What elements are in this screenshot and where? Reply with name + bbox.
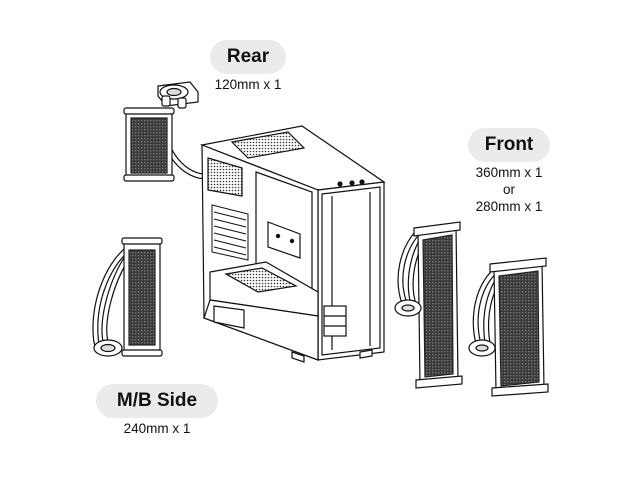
mb-side-spec: 240mm x 1 [123,421,191,436]
rear-title: Rear [210,40,286,74]
mb-side-240mm-radiator [92,237,163,357]
front-360mm-radiator [394,221,463,389]
front-spec-360: 360mm x 1 [475,165,543,180]
rear-120mm-radiator [123,107,240,182]
mb-side-title: M/B Side [96,384,218,418]
pc-case [199,125,386,363]
front-title: Front [468,128,550,162]
front-spec-280: 280mm x 1 [475,199,543,214]
rear-spec: 120mm x 1 [214,77,282,92]
rear-pump-block [157,81,199,109]
front-spec-or: or [502,182,515,197]
front-280mm-radiator [468,257,549,397]
